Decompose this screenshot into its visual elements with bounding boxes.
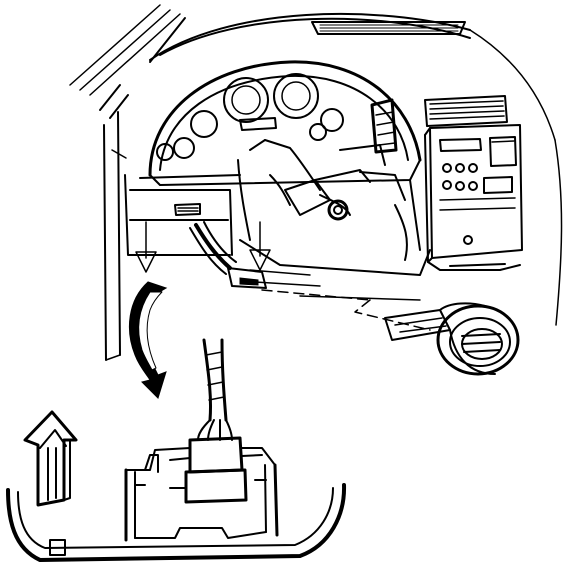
curved-arrow [128,281,168,399]
dash-top-outline [149,12,563,326]
instrument-cluster [148,60,422,186]
steering-column [237,139,406,241]
detail-harness [197,338,233,441]
center-console [424,95,523,271]
removed-vent [384,302,520,376]
bezel-detail [6,436,347,562]
removal-arrows [135,221,271,273]
lower-dash-panel [124,174,431,301]
up-arrow [23,410,78,507]
defroster-vent [311,21,466,35]
wiring-harness [189,221,267,289]
windshield-pillar [69,4,181,361]
